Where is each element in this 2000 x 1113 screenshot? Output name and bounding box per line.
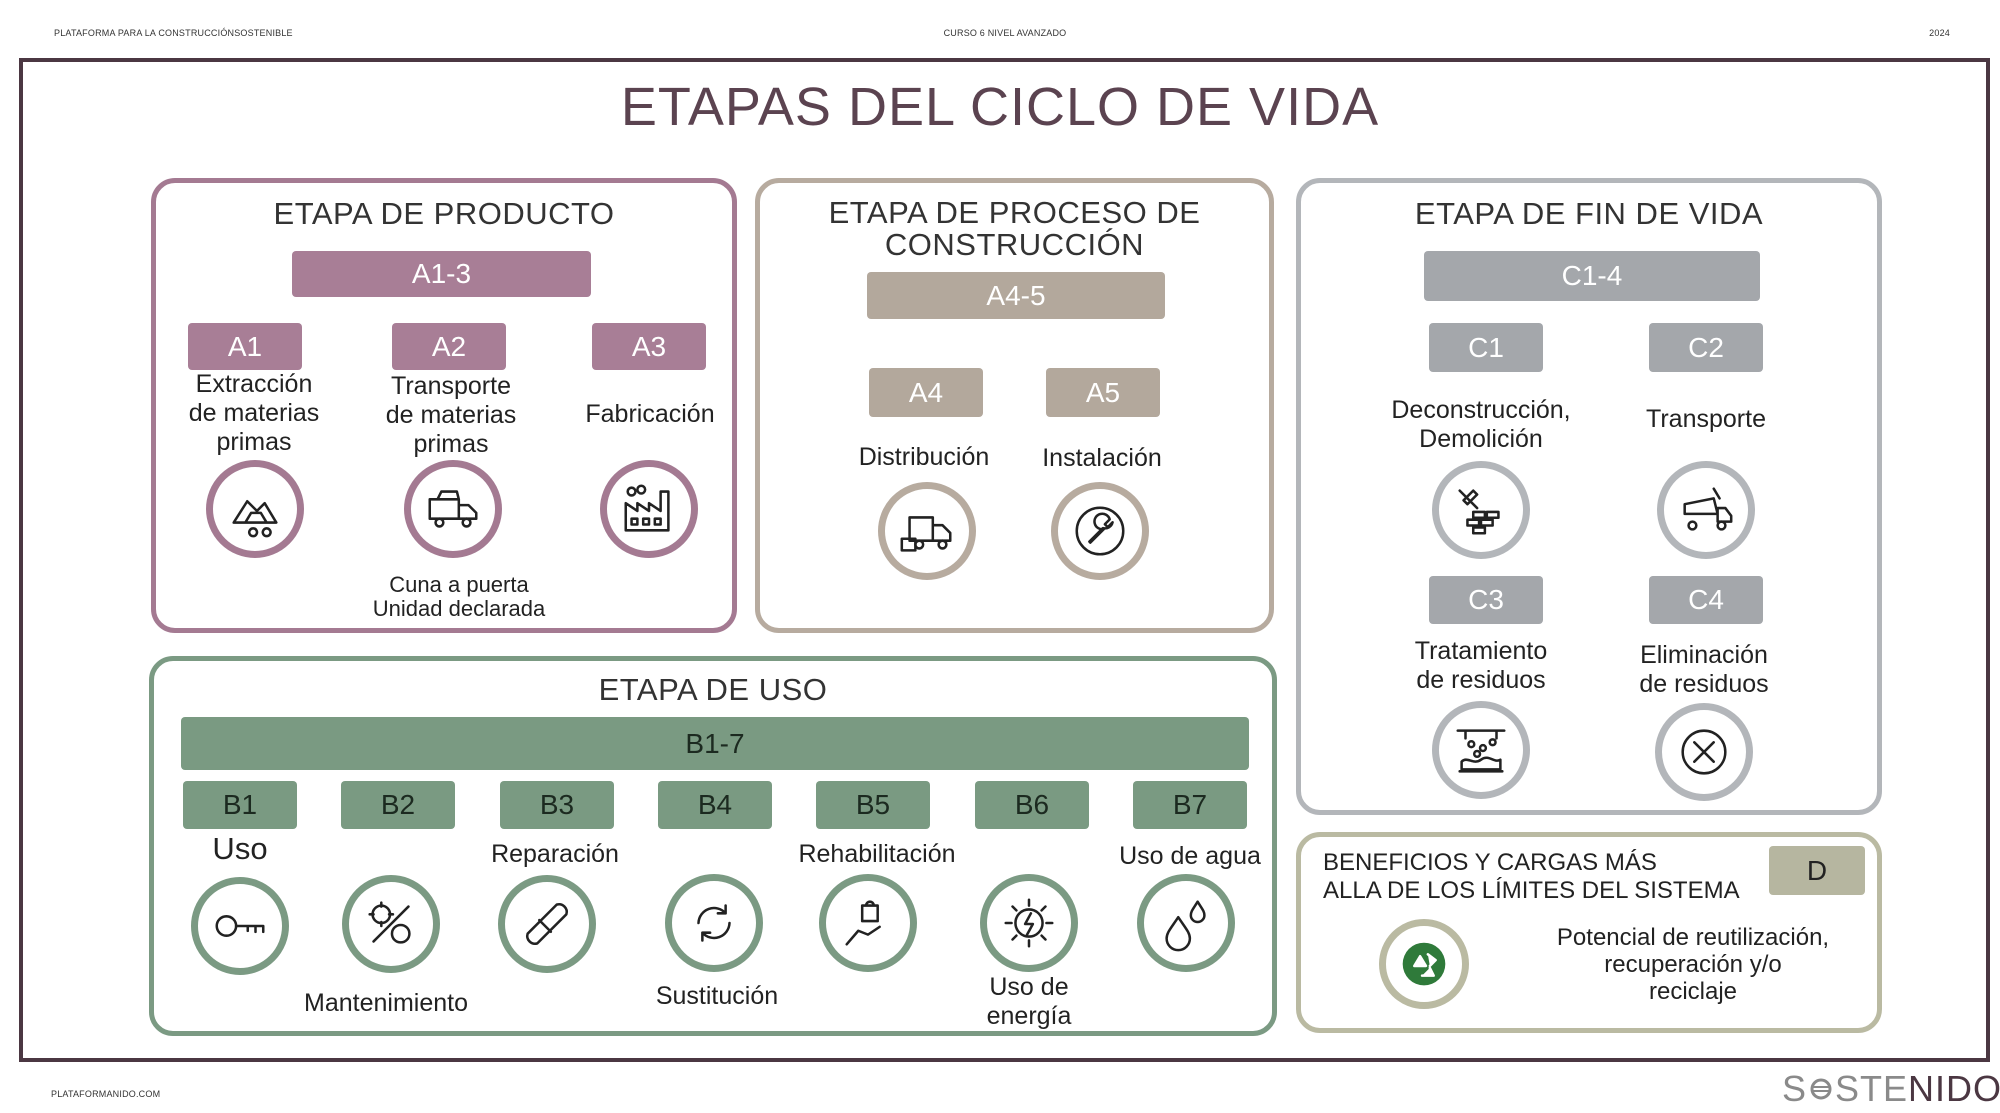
stage-label-a4: Distribución	[858, 443, 990, 471]
use-heading: ETAPA DE USO	[598, 672, 828, 707]
bandage-icon	[498, 875, 596, 973]
product-group-badge: A1-3	[292, 251, 591, 297]
stage-label-c1: Deconstrucción, Demolición	[1391, 396, 1571, 453]
beyond-heading-2: ALLA DE LOS LÍMITES DEL SISTEMA	[1323, 877, 1740, 904]
stage-label-b7: Uso de agua	[1119, 842, 1261, 870]
construction-group-badge: A4-5	[867, 272, 1165, 319]
wrench-icon	[1051, 482, 1149, 580]
energy-icon	[980, 874, 1078, 972]
header-center: CURSO 6 NIVEL AVANZADO	[943, 28, 1067, 38]
gear-globe-icon	[1810, 1078, 1832, 1100]
mining-icon	[206, 460, 304, 558]
stage-label-c3: Tratamiento de residuos	[1414, 637, 1548, 694]
logo-nido: NIDO	[1908, 1068, 2000, 1109]
end-of-life-group-badge: C1-4	[1424, 251, 1760, 301]
stage-code-c3: C3	[1429, 576, 1543, 624]
end-of-life-heading: ETAPA DE FIN DE VIDA	[1414, 196, 1764, 231]
product-heading: ETAPA DE PRODUCTO	[273, 196, 615, 231]
stage-label-c4: Eliminación de residuos	[1639, 641, 1769, 698]
construction-stage-panel	[755, 178, 1274, 633]
stage-code-b4: B4	[658, 781, 772, 829]
note-declared-unit: Unidad declarada	[372, 596, 546, 621]
stage-code-c1: C1	[1429, 323, 1543, 372]
beyond-description: Potencial de reutilización, recuperación…	[1556, 924, 1830, 1005]
stage-label-a5: Instalación	[1042, 444, 1162, 472]
stage-code-b6: B6	[975, 781, 1089, 829]
product-note: Cuna a puerta Unidad declarada	[373, 573, 545, 621]
stage-label-b4: Sustitución	[655, 982, 779, 1010]
stage-code-a1: A1	[188, 323, 302, 370]
stage-code-a3: A3	[592, 323, 706, 370]
waste-treatment-icon	[1432, 701, 1530, 799]
header-left: PLATAFORMA PARA LA CONSTRUCCIÓNSOSTENIBL…	[54, 28, 293, 38]
delivery-truck-icon	[878, 482, 976, 580]
stage-code-b2: B2	[341, 781, 455, 829]
stage-code-b5: B5	[816, 781, 930, 829]
stage-code-c2: C2	[1649, 323, 1763, 372]
elimination-icon	[1655, 703, 1753, 801]
stage-label-a3: Fabricación	[585, 400, 715, 428]
header-year: 2024	[1929, 28, 1950, 38]
stage-code-b7: B7	[1133, 781, 1247, 829]
stage-label-a2: Transporte de materias primas	[385, 372, 517, 458]
slide-frame	[19, 58, 1990, 1062]
stage-code-a2: A2	[392, 323, 506, 370]
stage-code-a5: A5	[1046, 368, 1160, 417]
stage-code-b3: B3	[500, 781, 614, 829]
use-group-badge: B1-7	[181, 717, 1249, 770]
stage-label-b6: Uso de energía	[986, 973, 1072, 1030]
dump-truck-icon	[1657, 461, 1755, 559]
stage-label-a1: Extracción de materias primas	[188, 370, 320, 456]
page-title: ETAPAS DEL CICLO DE VIDA	[620, 77, 1380, 137]
construction-heading-1: ETAPA DE PROCESO DE	[828, 195, 1201, 230]
gears-icon	[342, 875, 440, 973]
beyond-code-badge: D	[1769, 846, 1865, 895]
recycle-globe-icon	[1379, 919, 1469, 1009]
note-cradle-gate: Cuna a puerta	[389, 572, 529, 597]
key-icon	[191, 877, 289, 975]
replace-icon	[665, 874, 763, 972]
stage-label-b3: Reparación	[491, 840, 619, 868]
construction-heading-2: CONSTRUCCIÓN	[884, 227, 1145, 262]
logo-ste: STE	[1835, 1068, 1909, 1109]
stage-code-c4: C4	[1649, 576, 1763, 624]
use-stage-panel	[149, 656, 1277, 1036]
stage-code-a4: A4	[869, 368, 983, 417]
stage-label-b5: Rehabilitación	[798, 840, 956, 868]
logo-s: S	[1782, 1068, 1808, 1109]
footer-url: PLATAFORMANIDO.COM	[51, 1089, 161, 1099]
stage-code-b1: B1	[183, 781, 297, 829]
factory-icon	[600, 460, 698, 558]
stage-label-c2: Transporte	[1646, 405, 1766, 433]
water-icon	[1137, 874, 1235, 972]
truck-icon	[404, 460, 502, 558]
hand-bag-icon	[819, 874, 917, 972]
stage-label-b2: Mantenimiento	[304, 989, 468, 1017]
demolition-icon	[1432, 461, 1530, 559]
beyond-heading-1: BENEFICIOS Y CARGAS MÁS	[1323, 849, 1657, 876]
stage-label-b1: Uso	[212, 831, 268, 866]
